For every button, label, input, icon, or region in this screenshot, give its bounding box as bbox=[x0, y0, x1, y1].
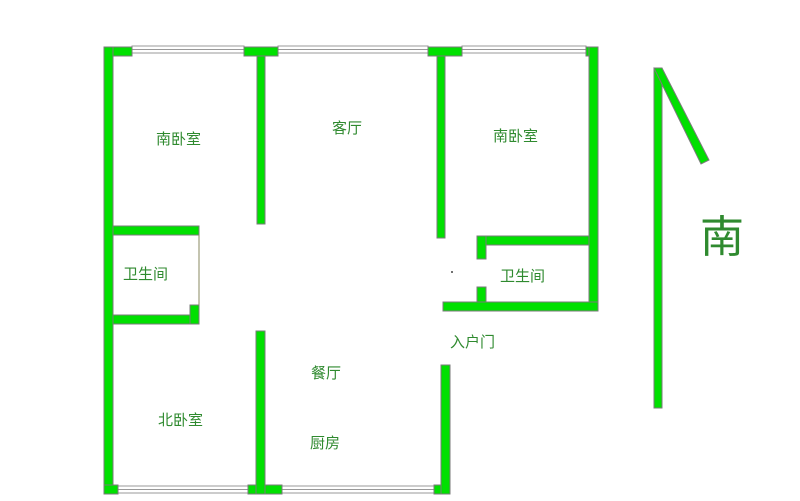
window-top-right bbox=[461, 45, 587, 54]
label-north-bedroom: 北卧室 bbox=[158, 411, 204, 429]
wall-top-3 bbox=[427, 46, 463, 57]
window-bottom-middle bbox=[281, 485, 435, 494]
wall-bath-left-top bbox=[112, 225, 200, 236]
wall-bottom-1 bbox=[103, 484, 119, 495]
window-bottom-left bbox=[117, 485, 249, 494]
wall-partition-lower bbox=[255, 330, 266, 495]
label-south-bedroom-right: 南卧室 bbox=[493, 127, 539, 145]
wall-left bbox=[103, 46, 114, 495]
wall-bath-right-top bbox=[476, 235, 590, 246]
label-bathroom-right: 卫生间 bbox=[500, 267, 546, 285]
wall-top-2 bbox=[243, 46, 279, 57]
marker-dot bbox=[451, 271, 453, 273]
wall-bath-left-bottom bbox=[112, 314, 200, 325]
wall-bath-right-stub-bottom bbox=[476, 286, 487, 303]
wall-bath-right-stub-top bbox=[476, 235, 487, 260]
wall-partition-left bbox=[256, 55, 266, 225]
label-south-bedroom-left: 南卧室 bbox=[156, 130, 202, 148]
wall-partition-right bbox=[436, 55, 446, 239]
label-kitchen: 厨房 bbox=[310, 434, 341, 452]
label-living-room: 客厅 bbox=[332, 119, 363, 137]
label-entrance-door: 入户门 bbox=[450, 333, 496, 351]
wall-bath-left-stub bbox=[189, 304, 200, 325]
label-bathroom-left: 卫生间 bbox=[123, 265, 169, 283]
window-top-middle bbox=[277, 45, 429, 54]
wall-right-lower bbox=[440, 364, 451, 495]
walls bbox=[103, 46, 599, 495]
label-dining-room: 餐厅 bbox=[311, 364, 342, 382]
window-top-left bbox=[131, 45, 245, 54]
compass-direction-label: 南 bbox=[700, 212, 744, 263]
wall-right-upper bbox=[588, 46, 599, 312]
north-arrow-icon bbox=[653, 67, 710, 409]
wall-right-bottom bbox=[442, 301, 599, 312]
